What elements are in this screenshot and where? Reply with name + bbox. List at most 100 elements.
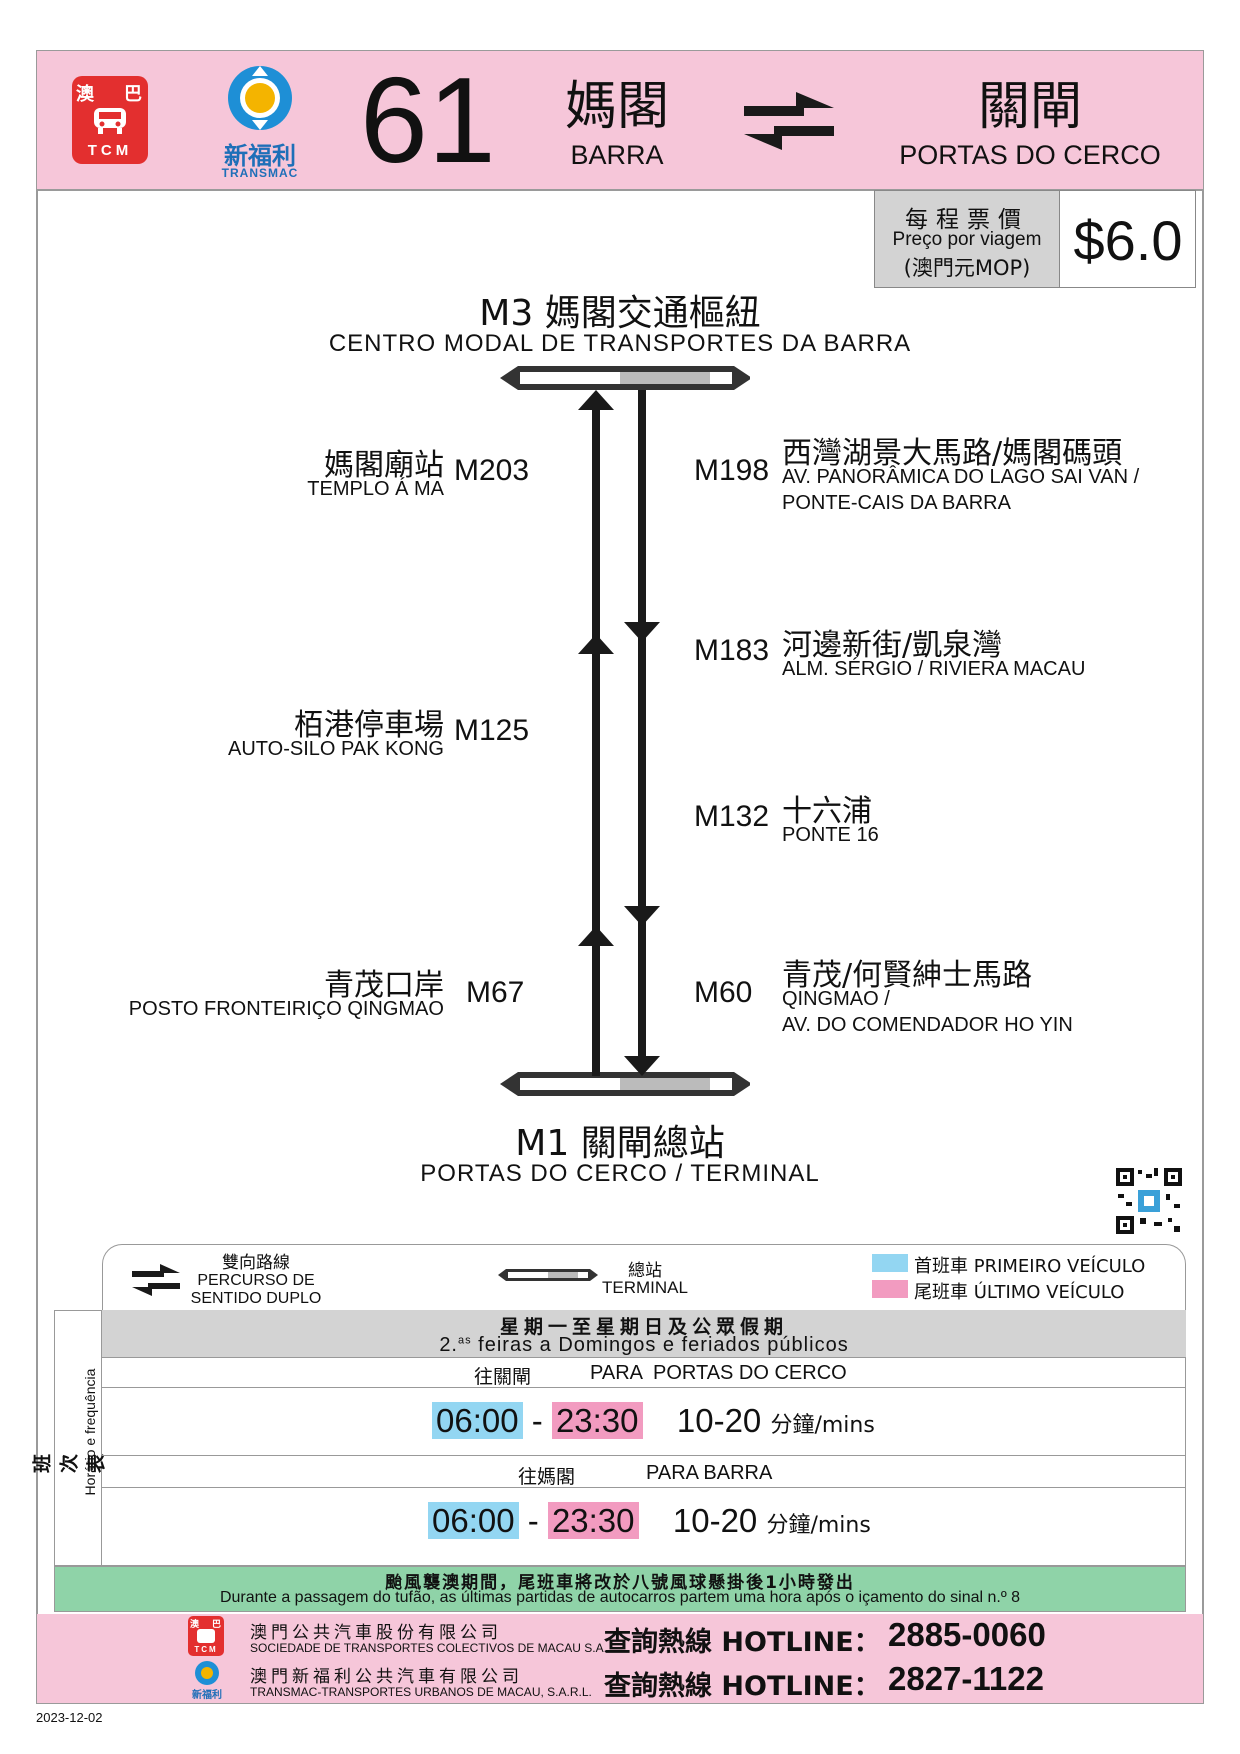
hotline2-number[interactable]: 2827-1122 [888,1660,1044,1697]
legend-terminal-pt: TERMINAL [602,1278,688,1297]
direction-2-unit: 分鐘/mins [766,1513,871,1538]
stop-m203-zh: 媽閣廟站 [324,448,444,483]
origin-name-zh: 媽閣 [564,77,669,137]
legend-last-label: 尾班車 ÚLTIMO VEÍCULO [914,1282,1125,1303]
stop-m60-code: M60 [694,976,753,1009]
fare-label-box [874,190,1060,288]
legend-bidir-pt: PERCURSO DE [197,1272,315,1289]
stop-m60-pt-2: AV. DO COMENDADOR HO YIN [782,1014,1073,1036]
stop-m132-zh: 十六浦 [782,794,872,829]
hotline1-number[interactable]: 2885-0060 [888,1616,1046,1653]
direction-1-pt: PARA PORTAS DO CERCO [590,1362,847,1384]
bus-icon [197,1629,215,1643]
route-line-northbound [592,396,600,1076]
logo-char: 澳 [190,1620,200,1630]
arrow-down-icon [624,1056,660,1076]
stop-m67-zh: 青茂口岸 [324,968,444,1003]
legend-bidirectional-icon [132,1262,180,1298]
destination-name-pt: PORTAS DO CERCO [899,140,1161,170]
stop-m183-zh: 河邊新街/凱泉灣 [782,628,1003,663]
stop-m67-pt: POSTO FRONTEIRIÇO QINGMAO [128,998,444,1020]
direction-1-unit: 分鐘/mins [770,1413,875,1438]
logo-char: 澳 [76,84,94,105]
transmac-small-zh: 新福利 [192,1690,222,1701]
direction-2-zh: 往媽閣 [518,1466,576,1488]
stop-m198-code: M198 [694,454,770,487]
stop-m125-code: M125 [454,714,530,747]
schedule-days-header [102,1310,1186,1358]
print-date: 2023-12-02 [36,1710,103,1725]
stop-m203-pt: TEMPLO Á MA [307,478,444,500]
direction-1-times: 06:00 - 23:30 10-20 分鐘/mins [432,1400,875,1447]
arrow-up-icon [578,390,614,410]
schedule-direction-1-row [102,1388,1186,1456]
direction-1-frequency: 10-20 [676,1402,762,1439]
stop-m183-code: M183 [694,634,770,667]
days-pt-rest: feiras a Domingos e feriados públicos [471,1334,849,1356]
schedule-days-pt: 2.as feiras a Domingos e feriados públic… [102,1334,1186,1357]
direction-2-times: 06:00 - 23:30 10-20 分鐘/mins [428,1500,871,1547]
company1-pt: SOCIEDADE DE TRANSPORTES COLECTIVOS DE M… [250,1641,607,1655]
stop-m203-code: M203 [454,454,530,487]
company2-pt: TRANSMAC-TRANSPORTES URBANOS DE MACAU, S… [250,1685,592,1699]
bus-icon [92,106,128,136]
direction-2-last-bus: 23:30 [547,1502,639,1539]
days-pt-sup: as [458,1334,472,1347]
transmac-logo-en: TRANSMAC [221,166,299,180]
legend-last-swatch [872,1280,908,1298]
terminal-top-pt: CENTRO MODAL DE TRANSPORTES DA BARRA [328,330,912,357]
stop-m198-pt: AV. PANORÂMICA DO LAGO SAI VAN / [782,466,1140,488]
route-header [37,51,1203,191]
schedule-direction-2-header [102,1456,1186,1488]
legend-first-swatch [872,1254,908,1272]
direction-2-pt: PARA BARRA [646,1462,773,1484]
stop-m125-pt: AUTO-SILO PAK KONG [228,738,444,760]
hotline1-label: 查詢熱線 HOTLINE： [604,1627,881,1658]
stop-m132-code: M132 [694,800,770,833]
typhoon-notice-pt: Durante a passagem do tufão, as últimas … [219,1589,1021,1606]
bidirectional-arrows-icon [744,88,834,154]
direction-1-last-bus: 23:30 [551,1402,643,1439]
origin-name-pt: BARRA [570,140,664,170]
logo-text: TCM [87,142,133,159]
fare-currency: (澳門元MOP) [903,256,1031,280]
arrow-up-icon [578,634,614,654]
fare-amount: $6.0 [1073,209,1183,272]
terminal-bar-bottom [500,1072,750,1096]
arrow-up-icon [578,926,614,946]
fare-amount-box [1060,190,1196,288]
logo-text: TCM [194,1645,218,1654]
company2-zh: 澳門新福利公共汽車有限公司 [250,1667,523,1687]
direction-2-dash: - [527,1502,539,1539]
schedule-side-column [54,1310,102,1566]
legend-terminal-zh: 總站 [628,1261,662,1281]
tcm-logo-small: 澳 巴 TCM [188,1616,224,1656]
hotline2-label: 查詢熱線 HOTLINE： [604,1671,881,1702]
fare-label-pt: Preço por viagem [892,229,1042,250]
direction-1-first-bus: 06:00 [432,1402,523,1439]
destination-name-zh: 關閘 [977,77,1082,137]
days-pt-prefix: 2. [439,1334,458,1356]
typhoon-notice [54,1566,1186,1612]
legend-bidir-pt-2: SENTIDO DUPLO [190,1290,322,1307]
direction-1-zh: 往關閘 [474,1366,532,1388]
stop-m60-zh: 青茂/何賢紳士馬路 [782,958,1033,993]
terminal-bottom-name: M1 關閘總站 [515,1123,725,1164]
typhoon-notice-zh: 颱風襲澳期間，尾班車將改於八號風球懸掛後1小時發出 [385,1573,855,1593]
arrow-down-icon [624,622,660,642]
direction-2-first-bus: 06:00 [428,1502,519,1539]
transmac-logo-small: 新福利 [190,1660,224,1702]
transmac-logo: 新福利 TRANSMAC [218,62,302,182]
route-diagram [500,366,750,1096]
route-line-southbound [638,390,646,1060]
transmac-emblem-icon [228,66,292,130]
company1-zh: 澳門公共汽車股份有限公司 [250,1623,502,1643]
legend-terminal-icon [498,1268,598,1282]
fare-label-zh: 每程票價 [905,207,1029,233]
terminal-bottom-pt: PORTAS DO CERCO / TERMINAL [420,1160,820,1187]
legend-bidir-zh: 雙向路線 [222,1253,290,1273]
arrow-down-icon [624,906,660,926]
stop-m183-pt: ALM. SÉRGIO / RIVIERA MACAU [782,658,1086,680]
transmac-logo-zh: 新福利 [224,142,296,170]
schedule-days-zh: 星期一至星期日及公眾假期 [499,1316,788,1338]
